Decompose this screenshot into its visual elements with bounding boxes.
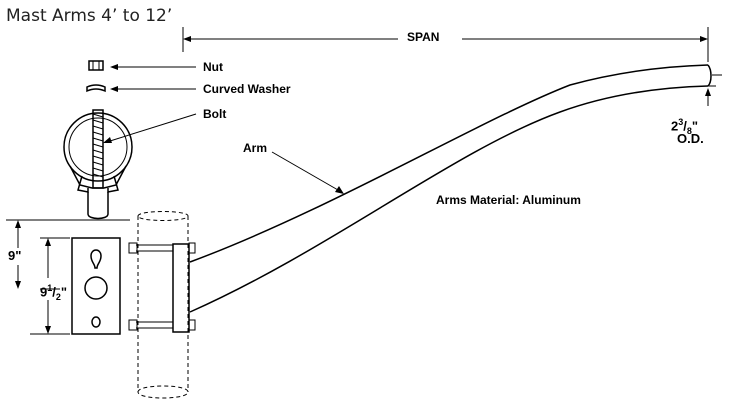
diagram-title: Mast Arms 4’ to 12’ (6, 6, 173, 26)
tip-diameter-label: 23/8" (671, 117, 699, 136)
span-label: SPAN (407, 30, 440, 44)
bracket-plate (71, 237, 121, 335)
tip-numerator: 3 (678, 117, 684, 127)
bolt-label: Bolt (203, 107, 227, 121)
span-dimension (182, 27, 709, 62)
nut-label: Nut (203, 60, 223, 74)
clamp-assembly (128, 242, 196, 333)
leader-lines (103, 64, 344, 194)
left-dimensions (6, 219, 130, 335)
height-9half-inch-mark: " (60, 284, 68, 300)
height-9half-whole: 9 (40, 284, 48, 300)
tip-od-dimension (705, 74, 722, 106)
height-9half-numerator: 1 (47, 283, 53, 293)
curved-washer-label: Curved Washer (203, 82, 291, 96)
material-label: Arms Material: Aluminum (436, 193, 581, 207)
tip-od-label: O.D. (677, 131, 704, 146)
tip-denominator: 8 (686, 125, 692, 136)
pole-outline (137, 211, 189, 399)
fastener-exploded-view (63, 60, 133, 220)
tip-inch-mark: " (691, 118, 699, 134)
height-9-label: 9" (8, 248, 22, 263)
arm-label: Arm (243, 141, 268, 155)
tip-whole: 2 (671, 118, 679, 134)
mast-arm (189, 64, 712, 313)
height-9half-denominator: 2 (55, 291, 61, 302)
height-9half-label: 91/2" (40, 283, 68, 302)
